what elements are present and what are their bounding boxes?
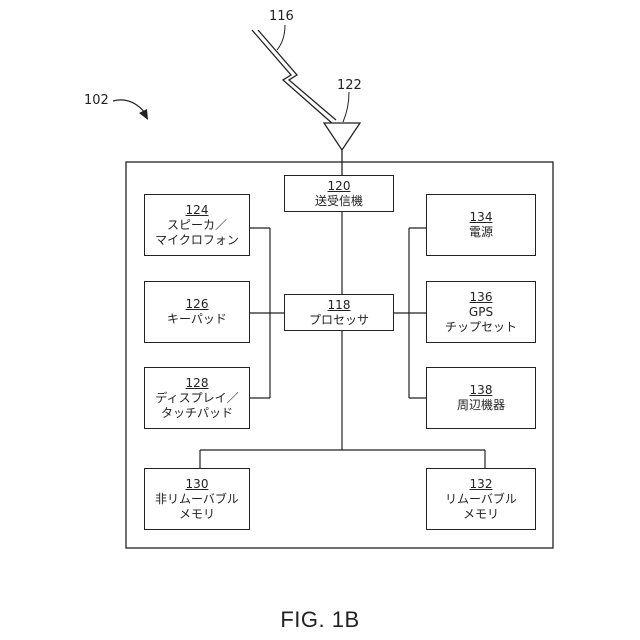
display-label-line1: ディスプレイ／: [155, 391, 238, 406]
processor-number: 118: [328, 298, 351, 313]
label-122-leader: [343, 92, 349, 122]
nonremovable-memory-box: 130 非リムーバブル メモリ: [144, 468, 250, 530]
keypad-number: 126: [186, 297, 209, 312]
removable-memory-box: 132 リムーバブル メモリ: [426, 468, 536, 530]
speaker-label-line1: スピーカ／: [167, 218, 227, 233]
nonremovable-memory-number: 130: [186, 477, 209, 492]
nonremovable-memory-label-line1: 非リムーバブル: [155, 492, 239, 507]
keypad-box: 126 キーパッド: [144, 281, 250, 343]
label-122: 122: [337, 79, 362, 93]
display-label-line2: タッチパッド: [161, 406, 233, 421]
processor-label: プロセッサ: [309, 313, 369, 328]
removable-memory-label-line1: リムーバブル: [445, 492, 517, 507]
label-116: 116: [269, 10, 294, 24]
signal-bolt: [252, 30, 333, 124]
label-116-leader: [277, 25, 285, 50]
peripherals-label: 周辺機器: [457, 398, 505, 413]
display-number: 128: [186, 376, 209, 391]
peripherals-number: 138: [470, 383, 493, 398]
speaker-label-line2: マイクロフォン: [155, 233, 239, 248]
transceiver-number: 120: [328, 179, 351, 194]
processor-box: 118 プロセッサ: [284, 294, 394, 331]
peripherals-box: 138 周辺機器: [426, 367, 536, 429]
display-box: 128 ディスプレイ／ タッチパッド: [144, 367, 250, 429]
power-number: 134: [470, 210, 493, 225]
label-102: 102: [84, 94, 109, 108]
gps-number: 136: [470, 290, 493, 305]
gps-label-line2: チップセット: [445, 320, 517, 335]
transceiver-label: 送受信機: [315, 194, 363, 209]
removable-memory-number: 132: [470, 477, 493, 492]
power-label: 電源: [469, 225, 493, 240]
gps-label-line1: GPS: [469, 305, 493, 320]
speaker-box: 124 スピーカ／ マイクロフォン: [144, 194, 250, 256]
antenna-icon: [324, 123, 360, 150]
label-102-arrow: [113, 100, 146, 114]
figure-caption: FIG. 1B: [0, 607, 640, 633]
gps-box: 136 GPS チップセット: [426, 281, 536, 343]
speaker-number: 124: [186, 203, 209, 218]
keypad-label: キーパッド: [167, 312, 227, 327]
removable-memory-label-line2: メモリ: [463, 507, 499, 522]
transceiver-box: 120 送受信機: [284, 175, 394, 212]
power-box: 134 電源: [426, 194, 536, 256]
nonremovable-memory-label-line2: メモリ: [179, 507, 215, 522]
signal-bolt-inner: [258, 30, 336, 120]
